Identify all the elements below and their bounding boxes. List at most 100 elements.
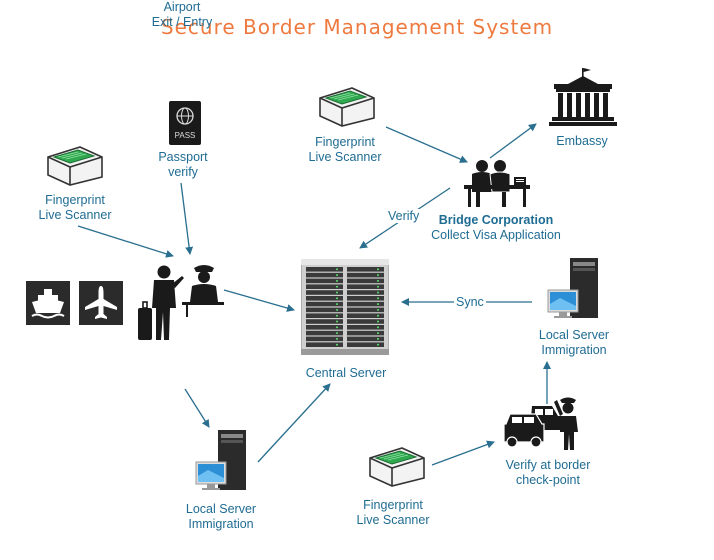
- rack-led: [336, 314, 338, 317]
- fingerprint-scanner-left-label: Fingerprint Live Scanner: [28, 193, 122, 223]
- rack-led: [336, 338, 338, 340]
- arrow-airport-to-central: [223, 289, 295, 312]
- rack-unit: [306, 290, 343, 295]
- arrow-local-bottom-to-central: [257, 383, 331, 463]
- rack-led: [336, 320, 338, 323]
- fingerprint-scanner-icon: [366, 444, 428, 490]
- local-server-computer-icon: [546, 258, 602, 320]
- sync-edge-label: Sync: [454, 295, 486, 309]
- rack-unit: [347, 342, 384, 347]
- rack-led: [336, 268, 338, 271]
- passport-icon: PASS: [168, 100, 202, 146]
- rack-led: [377, 332, 379, 334]
- rack-unit: [347, 330, 384, 336]
- rack-led: [336, 297, 338, 300]
- rack-unit: [347, 319, 384, 324]
- verify-edge-label: Verify: [386, 209, 422, 223]
- fingerprint-scanner-bottom-label: Fingerprint Live Scanner: [346, 498, 440, 528]
- rack-unit: [306, 325, 343, 330]
- rack-unit: [347, 284, 384, 289]
- label-line: Airport: [163, 0, 201, 14]
- label-line: Fingerprint: [45, 193, 105, 207]
- rack-led: [336, 326, 338, 329]
- local-server-bottom-label: Local Server Immigration: [174, 502, 268, 532]
- rack-unit: [306, 267, 343, 272]
- passport-verify-label: Passport verify: [143, 150, 223, 180]
- rack-led: [336, 280, 338, 282]
- rack-led: [377, 338, 379, 340]
- rack-unit: [306, 330, 343, 336]
- rack-unit: [347, 278, 384, 284]
- local-server-computer-icon: [194, 430, 250, 492]
- arrow-fp-top-to-bridge: [385, 126, 468, 163]
- label-line: Local Server: [185, 502, 257, 516]
- rack-led: [377, 297, 379, 300]
- rack-led: [336, 285, 338, 288]
- label-line: check-point: [516, 473, 580, 487]
- rack-unit: [306, 272, 343, 278]
- label-line: Verify at border: [505, 458, 591, 472]
- rack-unit: [306, 336, 343, 342]
- rack-unit: [347, 296, 384, 301]
- passport-icon-text: PASS: [175, 131, 196, 140]
- rack-led: [336, 309, 338, 311]
- people-at-desk-icon: [462, 158, 532, 208]
- label-line: Exit / Entry: [151, 15, 213, 29]
- rack-unit: [347, 272, 384, 278]
- rack-unit: [347, 325, 384, 330]
- label-line: Live Scanner: [356, 513, 430, 527]
- border-checkpoint-icon: [502, 394, 588, 452]
- rack-led: [377, 303, 379, 305]
- rack-led: [377, 280, 379, 282]
- rack-led: [377, 326, 379, 329]
- airport-checkpoint-icon: [136, 262, 226, 344]
- rack-unit: [347, 267, 384, 272]
- rack-led: [377, 285, 379, 288]
- arrow-fp-bottom-to-border: [431, 440, 495, 466]
- fingerprint-scanner-icon: [316, 84, 378, 128]
- rack-unit: [347, 307, 384, 313]
- rack-led: [336, 303, 338, 305]
- arrow-fp-left-to-airport: [77, 225, 174, 258]
- rack-led: [336, 274, 338, 276]
- rack-unit: [347, 301, 384, 307]
- fingerprint-scanner-icon: [44, 143, 106, 189]
- rack-led: [377, 291, 379, 294]
- rack-led: [336, 332, 338, 334]
- embassy-building-icon: [548, 66, 618, 128]
- arrow-bridge-to-embassy: [489, 123, 537, 159]
- label-line: Collect Visa Application: [431, 228, 561, 242]
- embassy-label: Embassy: [540, 134, 624, 149]
- rack-led: [336, 291, 338, 294]
- central-server-rack-icon: [301, 259, 389, 355]
- airplane-icon: [79, 281, 123, 325]
- rack-unit: [306, 278, 343, 284]
- fingerprint-scanner-top-label: Fingerprint Live Scanner: [300, 135, 390, 165]
- rack-unit: [306, 284, 343, 289]
- label-line: Immigration: [188, 517, 254, 531]
- rack-unit: [306, 301, 343, 307]
- arrow-passport-to-airport: [180, 182, 194, 255]
- page-title: Secure Border Management System: [160, 15, 554, 39]
- rack-led: [377, 343, 379, 346]
- label-line: Fingerprint: [315, 135, 375, 149]
- rack-unit: [306, 296, 343, 301]
- border-checkpoint-label: Verify at border check-point: [498, 458, 598, 488]
- label-line: Live Scanner: [38, 208, 112, 222]
- rack-unit: [347, 313, 384, 318]
- label-line: Live Scanner: [308, 150, 382, 164]
- label-line: Central Server: [305, 366, 387, 380]
- rack-led: [377, 274, 379, 276]
- label-line: Passport: [158, 150, 208, 164]
- rack-led: [377, 309, 379, 311]
- label-line: Bridge Corporation: [438, 213, 554, 227]
- rack-unit: [347, 336, 384, 342]
- rack-unit: [306, 319, 343, 324]
- rack-led: [377, 314, 379, 317]
- rack-led: [377, 320, 379, 323]
- label-line: Fingerprint: [363, 498, 423, 512]
- local-server-right-label: Local Server Immigration: [527, 328, 621, 358]
- rack-led: [336, 343, 338, 346]
- rack-unit: [306, 342, 343, 347]
